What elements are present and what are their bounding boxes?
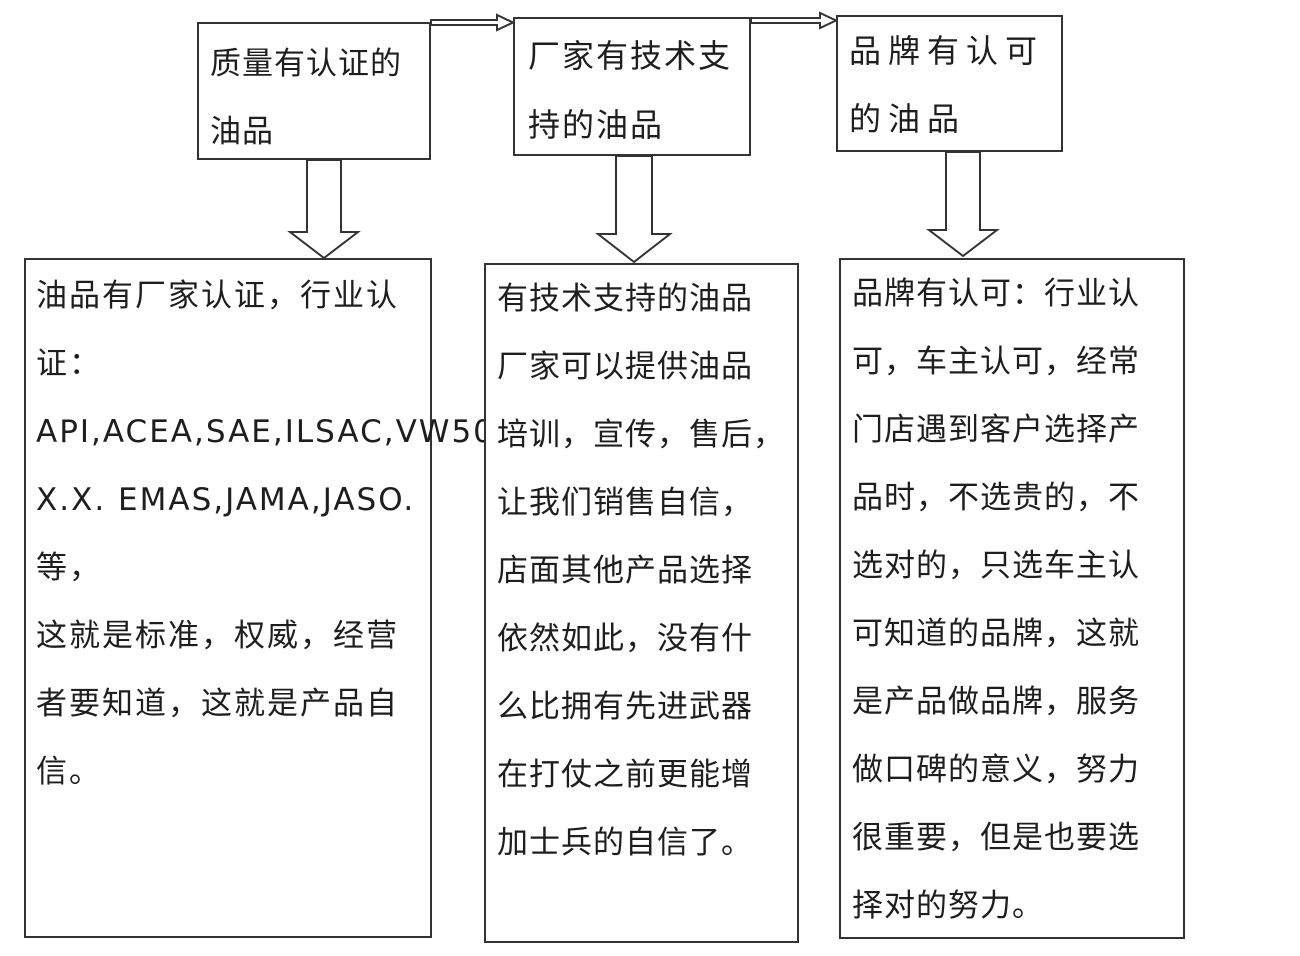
horizontal-arrow-2-to-3 [750,11,839,30]
bottom-box-certification-detail: 油品有厂家认证，行业认 证： API,ACEA,SAE,ILSAC,VW50 X… [24,258,495,938]
bottom-box-text: 油品有厂家认证，行业认 证： API,ACEA,SAE,ILSAC,VW50 X… [36,278,495,790]
bottom-box-technical-support-detail: 有技术支持的油品 厂家可以提供油品 培训，宣传，售后， 让我们销售自信， 店面其… [484,263,799,943]
top-box-text: 品牌有认可 的油品 [849,32,1045,138]
down-arrow-3 [926,151,1000,258]
top-box-text: 厂家有技术支 持的油品 [528,37,733,144]
down-arrow-1 [287,159,361,260]
bottom-box-text: 品牌有认可：行业认 可，车主认可，经常 门店遇到客户选择产 品时，不选贵的，不 … [852,276,1140,924]
bottom-box-brand-detail: 品牌有认可：行业认 可，车主认可，经常 门店遇到客户选择产 品时，不选贵的，不 … [839,258,1185,939]
top-box-technical-support: 厂家有技术支 持的油品 [513,17,751,156]
top-box-brand-recognition: 品牌有认可 的油品 [836,15,1063,152]
top-box-quality-certified: 质量有认证的 油品 [197,22,431,160]
horizontal-arrow-1-to-2 [430,13,516,32]
down-arrow-2 [595,155,673,264]
top-box-text: 质量有认证的 油品 [210,46,402,150]
bottom-box-text: 有技术支持的油品 厂家可以提供油品 培训，宣传，售后， 让我们销售自信， 店面其… [497,281,785,861]
